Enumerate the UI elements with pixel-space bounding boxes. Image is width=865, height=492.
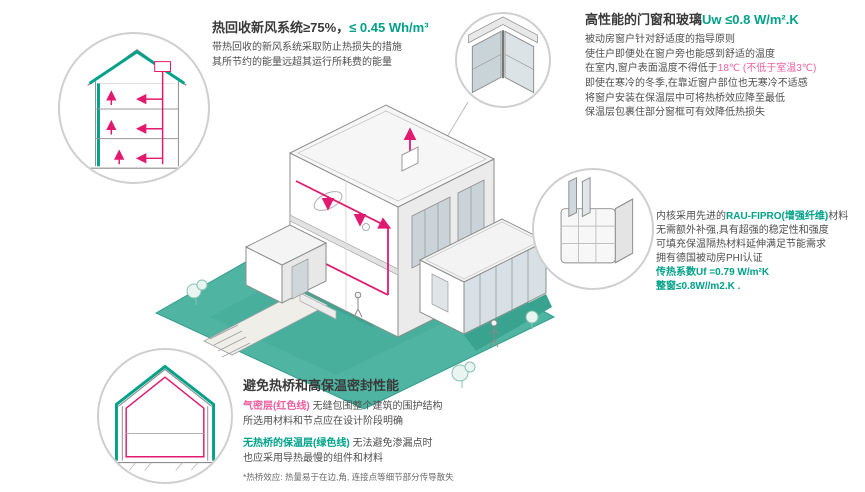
kitchen-counter [299, 292, 337, 320]
corner-window-detail-illustration [468, 16, 538, 94]
roof-vent-unit [401, 146, 419, 172]
frame-uw-value: 整窗≤0.8W//m2.K . [656, 281, 741, 292]
insulation-layer-label: 无热桥的保温层(绿色线) [243, 438, 350, 450]
insulation-layer-rest: 无法避免渗漏点时 [349, 438, 433, 450]
heat-recovery-title: 热回收新风系统≥75%，≤ 0.45 Wh/m³ [212, 20, 502, 36]
airtight-layer-label: 气密层(红色线) [243, 401, 310, 413]
ventilation-house-section-illustration [77, 48, 195, 169]
heat-recovery-line2: 其所节约的能量远超其运行所耗费的能量 [212, 56, 392, 68]
heat-recovery-title-black: 热回收新风系统≥75%， [212, 20, 350, 35]
person-indoor [353, 291, 363, 318]
callout-ventilation-section [58, 32, 210, 184]
callout-thermal-bridge-section [97, 348, 233, 484]
thermal-bridge-body: 气密层(红色线) 无缝包围整个建筑的围护结构 所选用材料和节点应在设计阶段明确 … [243, 400, 563, 484]
heat-recovery-unit [154, 61, 171, 72]
glass-wing [418, 218, 548, 335]
windows-title-metric: Uw ≤0.8 W/m².K [702, 12, 799, 27]
windows-line5: 将窗户安装在保温层中可将热桥效应降至最低 [585, 92, 785, 104]
frame-line1-material: RAU-FIPRO(增强纤维) [726, 211, 829, 222]
thermal-line4: 也应采用导热最慢的组件和材料 [243, 453, 383, 465]
insulation-green-line [115, 364, 215, 461]
thermal-line2: 所选用材料和节点应在设计阶段明确 [243, 415, 403, 427]
callout-window-corner [455, 12, 551, 108]
trees [186, 279, 539, 388]
heat-recovery-line1: 带热回收的新风系统采取防止热损失的措施 [212, 42, 402, 54]
windows-line3-pre: 在室内,窗户表面温度不得低于 [585, 63, 718, 75]
glass-pane-2 [581, 176, 591, 218]
windows-title-black: 高性能的门窗和玻璃 [585, 12, 703, 27]
airtight-red-line [125, 376, 205, 458]
heat-recovery-title-metric: ≤ 0.45 Wh/m³ [349, 20, 429, 35]
frame-line3: 可填充保温隔热材料延伸满足节能需求 [656, 239, 826, 250]
section-thermal-bridge: 避免热桥和高保温密封性能 气密层(红色线) 无缝包围整个建筑的围护结构 所选用材… [243, 378, 563, 484]
windows-title: 高性能的门窗和玻璃Uw ≤0.8 W/m².K [585, 12, 861, 28]
frame-uf-value: 传热系数Uf =0.79 W/m²K [656, 267, 770, 278]
windows-line4: 即使在寒冷的冬季,在靠近窗户部位也无寒冷不适感 [585, 78, 808, 90]
thermal-bridge-title: 避免热桥和高保温密封性能 [243, 378, 400, 393]
airtight-layer-rest: 无缝包围整个建筑的围护结构 [309, 401, 443, 413]
frame-line4: 拥有德国被动房PHI认证 [656, 253, 763, 264]
person-outdoor [488, 319, 500, 348]
windows-body: 被动房窗户针对舒适度的指导原则 使住户即便处在窗户旁也能感到舒适的温度 在室内,… [585, 33, 861, 121]
entrance-annex [244, 224, 328, 304]
insulation-layer-line: 无热桥的保温层(绿色线) 无法避免渗漏点时 [243, 437, 563, 452]
roof-insulation-line [88, 49, 186, 85]
section-frame-material: 内核采用先进的RAU-FIPRO(增强纤维)材料 无需额外补强,具有超强的稳定性… [656, 210, 862, 294]
wash-basin [362, 223, 370, 231]
ventilation-duct-lines [295, 127, 417, 296]
passive-house-isometric-illustration [154, 104, 556, 410]
thermal-bridge-footnote: *热桥效应: 热量易于在边,角, 连接点等细节部分传导散失 [243, 471, 454, 482]
frame-material-body: 内核采用先进的RAU-FIPRO(增强纤维)材料 无需额外补强,具有超强的稳定性… [656, 210, 862, 294]
glass-pane-1 [568, 176, 578, 218]
cutaway-interior [289, 181, 399, 320]
duct-riser-and-branches [106, 71, 164, 165]
garden-stairs [209, 324, 251, 358]
windows-line1: 被动房窗户针对舒适度的指导原则 [585, 34, 735, 46]
windows-line3: 在室内,窗户表面温度不得低于18℃ (不低于室温3℃) [585, 62, 861, 77]
frame-line1-pre: 内核采用先进的 [656, 211, 726, 222]
windows-line3-note: (不低于室温3℃) [740, 63, 817, 75]
airtight-layer-line: 气密层(红色线) 无缝包围整个建筑的围护结构 [243, 400, 563, 415]
terrace [464, 294, 552, 351]
frame-line2: 无需额外补强,具有超强的稳定性和强度 [656, 225, 829, 236]
window-profile-illustration [560, 176, 634, 264]
windows-line2: 使住户即便处在窗户旁也能感到舒适的温度 [585, 48, 775, 60]
thermal-bridge-house-section-illustration [110, 364, 220, 471]
frame-line1-post: 材料 [828, 211, 849, 222]
windows-line6: 保温层包裹住部分窗框可有效降低热损失 [585, 107, 765, 119]
frame-line1: 内核采用先进的RAU-FIPRO(增强纤维)材料 [656, 210, 862, 224]
callout-window-profile [532, 168, 654, 290]
section-windows-glass: 高性能的门窗和玻璃Uw ≤0.8 W/m².K 被动房窗户针对舒适度的指导原则 … [585, 12, 861, 121]
spacer [243, 429, 563, 437]
heat-recovery-body: 带热回收的新风系统采取防止热损失的措施 其所节约的能量远超其运行所耗费的能量 [212, 41, 502, 70]
ground-hatch [113, 462, 214, 471]
windows-line3-temp: 18℃ [717, 63, 741, 75]
section-heat-recovery: 热回收新风系统≥75%，≤ 0.45 Wh/m³ 带热回收的新风系统采取防止热损… [212, 20, 502, 70]
